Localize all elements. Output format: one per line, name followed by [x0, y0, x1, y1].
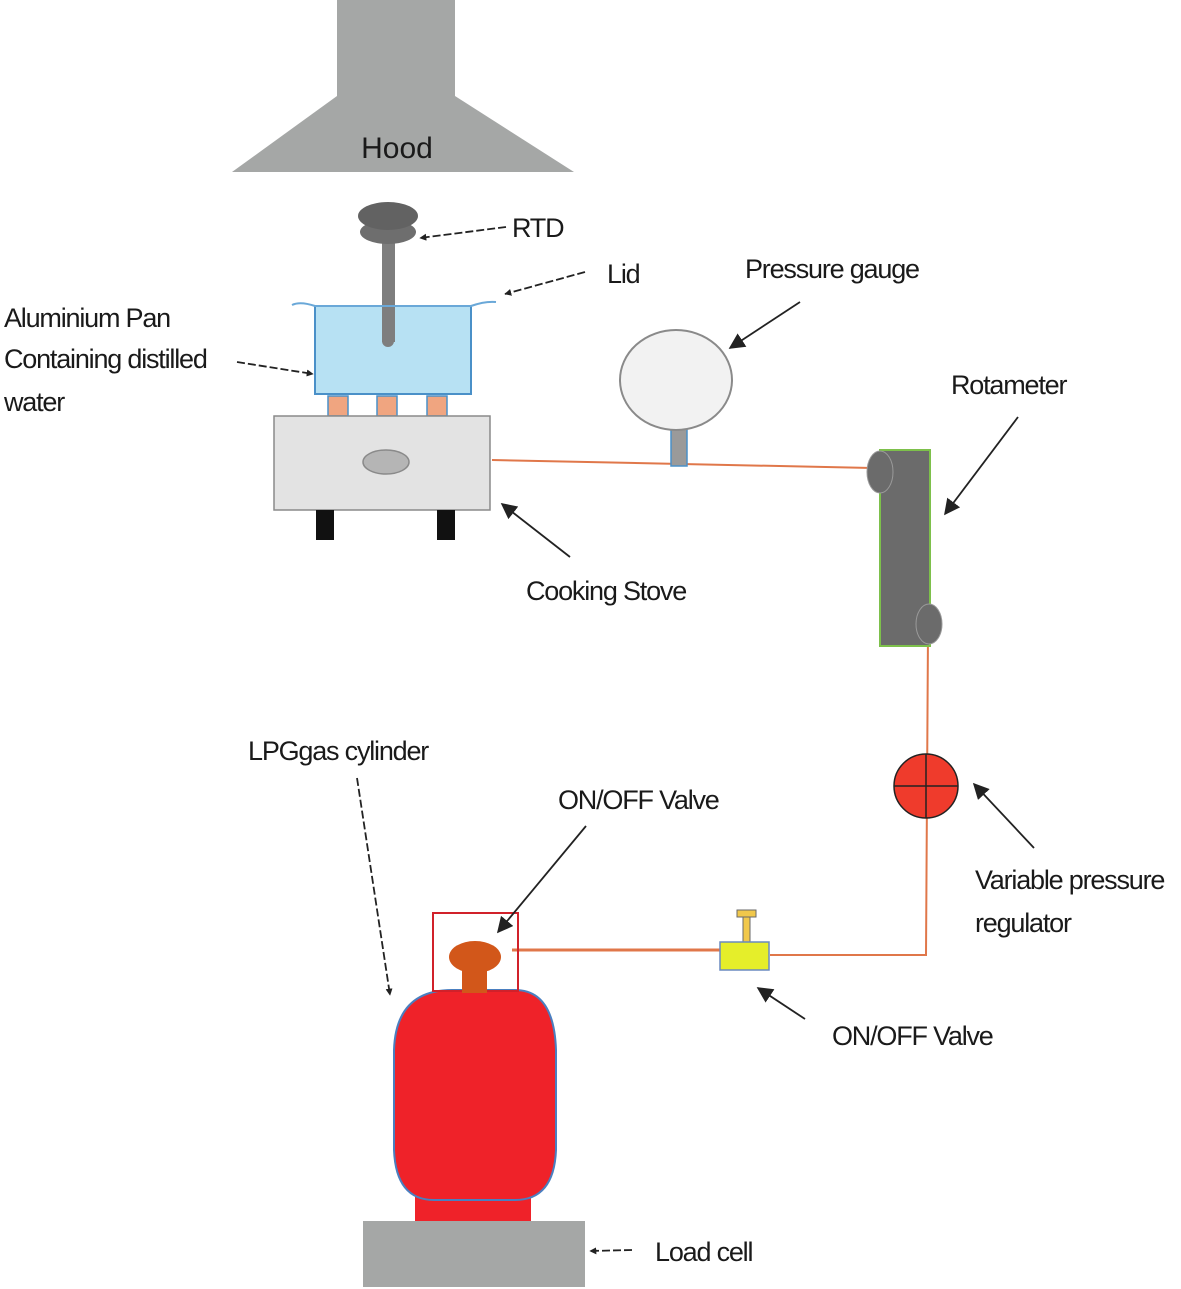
- pan-lid: [291, 300, 497, 307]
- label-pan-line2: Containing distilled: [4, 344, 207, 374]
- gauge-face: [619, 329, 733, 431]
- label-pan-line1: Aluminium Pan: [4, 303, 170, 333]
- label-cooking-stove: Cooking Stove: [526, 576, 686, 606]
- line-on-off-valve: [719, 909, 770, 971]
- cylinder-body: [393, 989, 557, 1201]
- hood-duct: [337, 0, 455, 97]
- gas-lines: [491, 459, 929, 956]
- cooking-stove: [273, 415, 491, 540]
- label-load-cell: Load cell: [655, 1237, 752, 1267]
- label-lpg-cylinder: LPGgas cylinder: [248, 736, 429, 766]
- label-pan-line3: water: [3, 387, 65, 417]
- label-regulator-line2: regulator: [975, 908, 1072, 938]
- hood: Hood: [232, 0, 574, 172]
- label-pressure-gauge: Pressure gauge: [745, 254, 919, 284]
- arrow-regulator: [972, 782, 1035, 849]
- arrow-pressure-gauge: [728, 301, 801, 349]
- arrow-rtd: [419, 226, 507, 241]
- burner-pads: [327, 395, 448, 417]
- valve-body: [719, 941, 770, 971]
- rtd-probe-in-pan: [382, 306, 395, 342]
- labels: RTD Lid Aluminium Pan Containing distill…: [3, 213, 1166, 1267]
- arrow-load-cell: [589, 1247, 633, 1255]
- hood-canopy: [232, 96, 574, 172]
- arrow-cylinder-valve: [496, 825, 587, 934]
- stove-knob: [362, 449, 410, 475]
- aluminium-pan: [291, 300, 497, 395]
- arrow-lid: [504, 271, 586, 296]
- stove-foot-right: [437, 510, 455, 540]
- gas-line-rotameter-to-valve: [770, 631, 929, 956]
- hood-label: Hood: [361, 132, 433, 165]
- label-rtd: RTD: [512, 213, 564, 243]
- callout-arrows: [236, 226, 1035, 1255]
- rotameter: [866, 449, 943, 647]
- cylinder-cap: [449, 941, 501, 973]
- stove-foot-left: [316, 510, 334, 540]
- valve-stem: [742, 916, 751, 943]
- rotameter-inlet: [866, 450, 894, 494]
- label-lid: Lid: [607, 259, 640, 289]
- arrow-line-valve: [756, 987, 806, 1020]
- arrow-cooking-stove: [500, 503, 571, 558]
- pressure-gauge: [619, 329, 733, 467]
- variable-pressure-regulator: [893, 753, 959, 819]
- gauge-stem: [670, 427, 688, 467]
- label-rotameter: Rotameter: [951, 370, 1067, 400]
- lpg-cylinder: [393, 912, 557, 1224]
- rtd-head-upper: [358, 202, 418, 230]
- arrow-rotameter: [944, 416, 1019, 516]
- label-regulator-line1: Variable pressure: [975, 865, 1164, 895]
- rotameter-outlet: [915, 603, 943, 645]
- label-line-valve: ON/OFF Valve: [832, 1021, 993, 1051]
- label-cylinder-valve: ON/OFF Valve: [558, 785, 719, 815]
- arrow-pan: [236, 361, 314, 377]
- valve-handle: [736, 909, 757, 918]
- arrow-lpg-cylinder: [356, 777, 393, 996]
- load-cell: [363, 1221, 585, 1287]
